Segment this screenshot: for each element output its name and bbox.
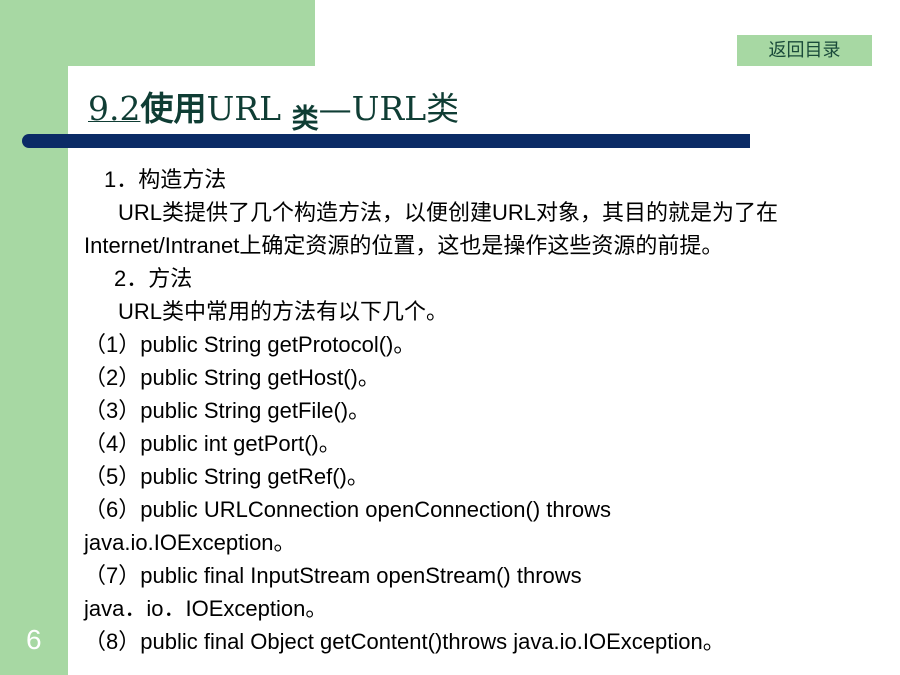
- slide-title: 9.2使用URL 类—URL类: [88, 84, 460, 135]
- body-line: （4）public int getPort()。: [84, 431, 341, 456]
- body-line: （8）public final Object getContent()throw…: [84, 629, 725, 654]
- body-line: （2）public String getHost()。: [84, 365, 380, 390]
- title-number: 9.2: [88, 89, 141, 128]
- back-to-contents-button[interactable]: 返回目录: [737, 35, 872, 66]
- body-line: （5）public String getRef()。: [84, 464, 369, 489]
- title-underline-bar: [22, 134, 750, 148]
- body-line: URL类中常用的方法有以下几个。: [118, 299, 449, 324]
- body-line: 2．方法: [114, 266, 193, 291]
- page-number: 6: [26, 624, 42, 655]
- left-decor-band: [0, 0, 68, 675]
- body-line: （6）public URLConnection openConnection()…: [84, 497, 612, 522]
- title-url: URL: [206, 89, 282, 128]
- top-decor-band: [0, 0, 315, 66]
- title-small: 类: [291, 104, 319, 135]
- body-line: （1）public String getProtocol()。: [84, 332, 416, 357]
- body-line: （3）public String getFile()。: [84, 398, 371, 423]
- body-line: Internet/Intranet上确定资源的位置，这也是操作这些资源的前提。: [84, 233, 724, 258]
- body-line: URL类提供了几个构造方法，以便创建URL对象，其目的就是为了在: [118, 200, 779, 225]
- slide-body: 1．构造方法 URL类提供了几个构造方法，以便创建URL对象，其目的就是为了在 In…: [84, 163, 884, 658]
- body-line: java.io.IOException。: [84, 530, 296, 555]
- title-bold: 使用: [140, 89, 207, 128]
- body-line: 1．构造方法: [104, 167, 227, 192]
- body-line: （7）public final InputStream openStream()…: [84, 563, 582, 588]
- title-rest: —URL类: [318, 89, 460, 128]
- body-line: java．io．IOException。: [84, 596, 328, 621]
